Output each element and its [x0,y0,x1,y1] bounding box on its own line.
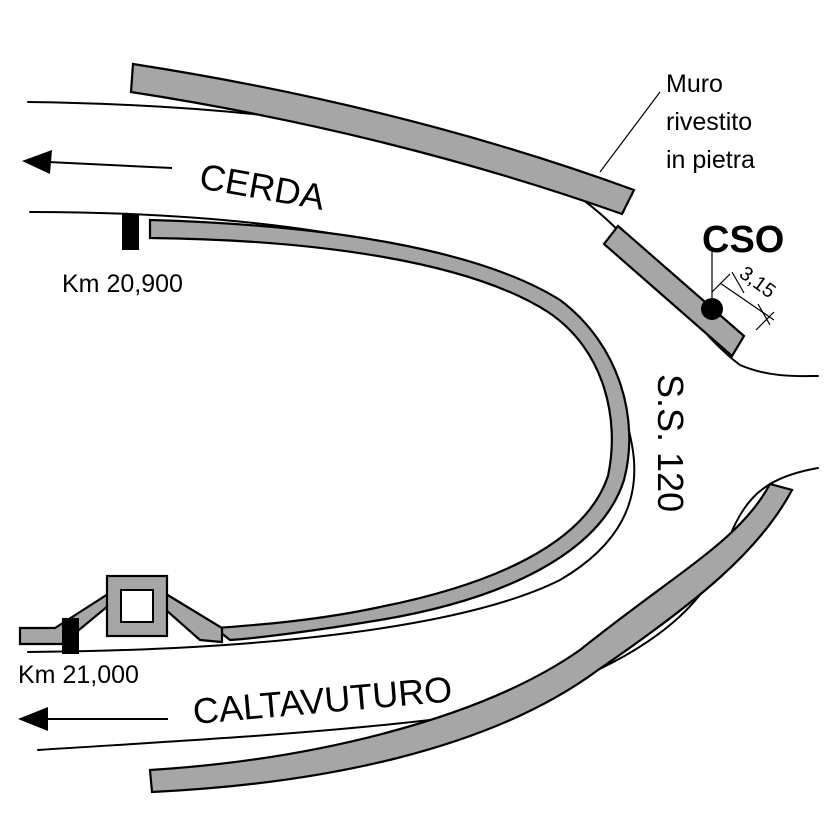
culvert-box-opening [120,589,154,623]
km-post-21000 [62,618,79,654]
wall-leader-line [599,91,661,173]
wall-cso-segment [602,224,746,358]
label-cerda: CERDA [197,156,328,218]
label-km-21000: Km 21,000 [18,661,139,689]
wall-note-line3: in pietra [666,146,755,174]
label-cso-distance: 3,15 [735,262,779,303]
arrow-to-caltavuturo [18,707,168,731]
label-km-20900: Km 20,900 [62,270,183,298]
label-cso: CSO [702,219,784,261]
cso-station-marker [701,298,723,320]
wall-upper-outer [129,62,636,216]
wall-note-line1: Muro [666,70,723,98]
cso-distance-dimension [711,271,775,331]
wall-lower-outer [148,482,794,794]
culvert-outlet [164,592,224,644]
arrow-to-cerda [22,150,173,174]
wall-note-line2: rivestito [666,108,752,136]
km-post-20900 [122,214,139,250]
label-road-name: S.S. 120 [650,374,691,512]
wall-inner-curve [148,218,631,642]
